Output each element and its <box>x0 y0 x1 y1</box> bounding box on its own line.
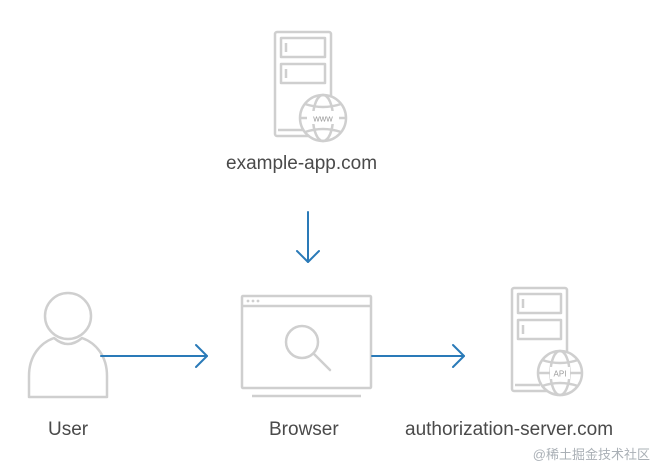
arrow-browser-to-auth <box>371 344 465 368</box>
browser-label: Browser <box>269 419 339 440</box>
browser-dots <box>246 299 260 303</box>
api-server-icon <box>510 286 584 397</box>
app-server-label: example-app.com <box>226 153 378 174</box>
globe-label-background <box>550 367 570 379</box>
watermark-text: @稀土掘金技术社区 <box>532 447 650 462</box>
arrow-user-to-browser <box>100 344 208 368</box>
globe-label-background <box>307 111 339 124</box>
user-label: User <box>48 419 89 440</box>
globe-label-api: API <box>554 370 567 379</box>
browser-window-icon <box>240 294 373 398</box>
auth-server-label: authorization-server.com <box>405 419 614 440</box>
web-server-icon <box>273 30 348 143</box>
user-icon <box>27 291 109 399</box>
arrow-app-to-browser <box>296 211 320 263</box>
globe-label-www: www <box>312 114 333 124</box>
search-icon <box>284 324 332 372</box>
